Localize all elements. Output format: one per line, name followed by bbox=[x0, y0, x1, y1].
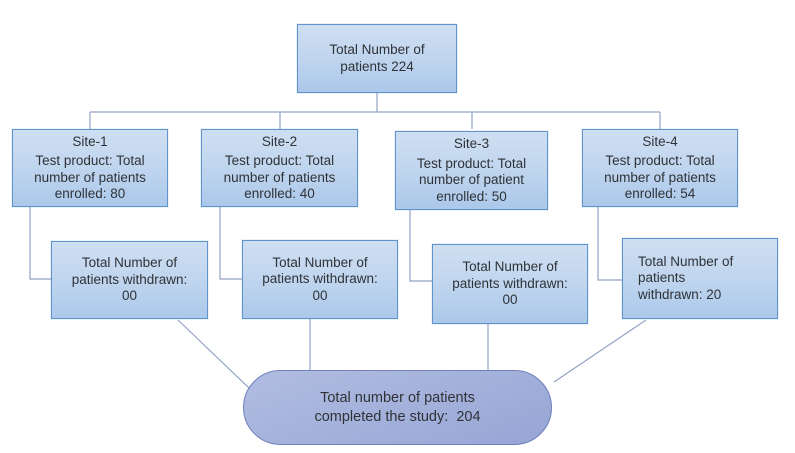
tree-connector-top bbox=[89, 93, 661, 129]
box-text-line: 00 bbox=[121, 288, 138, 304]
box-text-line: patients bbox=[638, 270, 686, 286]
box-text-line: number of patients bbox=[223, 169, 336, 185]
site-title: Site-1 bbox=[72, 133, 108, 149]
site-2-box: Site-2 Test product: Total number of pat… bbox=[201, 129, 358, 207]
box-text-line: number of patients bbox=[604, 169, 716, 185]
box-text-line: Test product: Total bbox=[224, 153, 335, 168]
site-title: Site-3 bbox=[453, 136, 490, 151]
site-1-box: Site-1 Test product: Total number of pat… bbox=[12, 129, 168, 207]
box-text-line: Total Number of bbox=[638, 253, 734, 269]
site-3-box: Site-3 Test product: Total number of pat… bbox=[395, 131, 548, 210]
box-text-line: patients withdrawn: bbox=[71, 271, 188, 287]
box-text-line: Total number of patients bbox=[320, 389, 475, 406]
withdrawn-box-site-4: Total Number of patients withdrawn: 20 bbox=[622, 238, 778, 319]
total-patients-box: Total Number of patients 224 bbox=[297, 24, 457, 93]
withdrawn-to-completed-connectors bbox=[177, 319, 647, 389]
box-text-line: completed the study: 204 bbox=[314, 408, 481, 425]
site-to-withdrawn-connectors bbox=[29, 206, 622, 282]
box-text-line: enrolled: 50 bbox=[436, 188, 507, 204]
box-text-line: patients withdrawn: bbox=[452, 275, 568, 291]
box-text-line: Test product: Total bbox=[605, 153, 715, 168]
box-text-line: number of patients bbox=[34, 169, 146, 185]
withdrawn-box-site-1: Total Number of patients withdrawn: 00 bbox=[51, 241, 208, 319]
box-text-line: patients withdrawn: bbox=[262, 271, 378, 287]
box-text-line: enrolled: 54 bbox=[624, 186, 696, 201]
withdrawn-box-site-2: Total Number of patients withdrawn: 00 bbox=[242, 240, 398, 319]
box-text-line: Test product: Total bbox=[35, 153, 145, 168]
box-text-line: withdrawn: 20 bbox=[638, 286, 722, 302]
box-text-line: enrolled: 80 bbox=[54, 186, 126, 201]
box-text-line: patients 224 bbox=[340, 58, 414, 74]
site-title: Site-2 bbox=[261, 133, 298, 149]
box-text-line: Total Number of bbox=[462, 259, 558, 275]
box-text-line: enrolled: 40 bbox=[244, 186, 315, 201]
box-text-line: 00 bbox=[312, 287, 328, 303]
box-text-line: Total Number of bbox=[272, 254, 368, 270]
site-4-box: Site-4 Test product: Total number of pat… bbox=[582, 129, 738, 207]
withdrawn-box-site-3: Total Number of patients withdrawn: 00 bbox=[432, 244, 588, 324]
site-title: Site-4 bbox=[642, 133, 678, 149]
box-text-line: Total Number of bbox=[81, 255, 178, 271]
box-text-line: 00 bbox=[502, 292, 518, 308]
box-text-line: Total Number of bbox=[329, 42, 425, 57]
completed-study-ellipse: Total number of patients completed the s… bbox=[243, 370, 552, 445]
box-text-line: Test product: Total bbox=[416, 155, 527, 171]
box-text-line: number of patient bbox=[418, 172, 525, 187]
